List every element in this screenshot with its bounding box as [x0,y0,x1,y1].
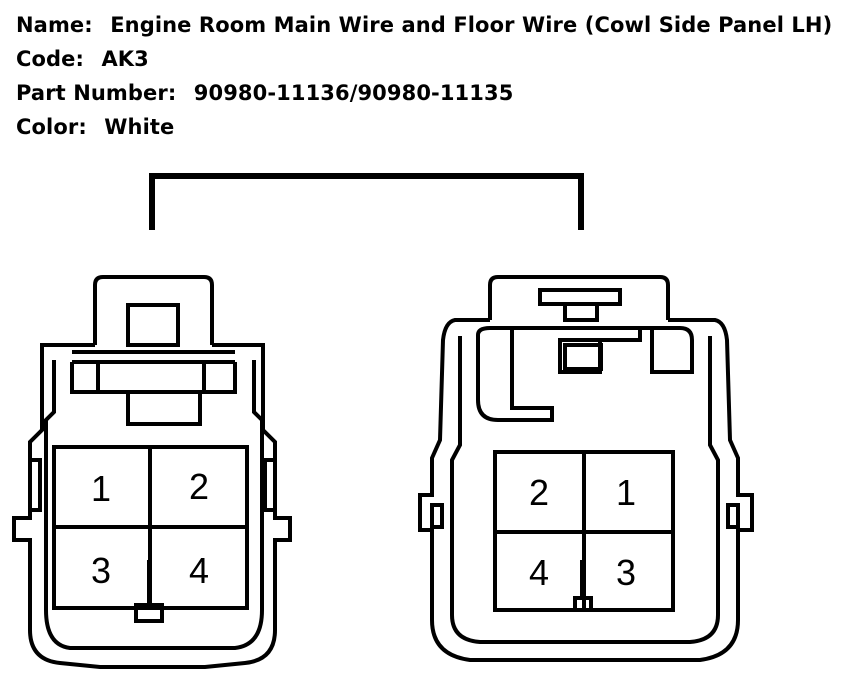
right-lock-hook-left [476,326,554,422]
right-connector [418,275,754,662]
left-lock-band [70,362,237,394]
left-pin-2: 2 [189,466,209,507]
right-pin-1: 1 [616,472,636,513]
left-side-rib-left [28,458,42,512]
right-lock-body [512,326,642,374]
part-number-value: 90980-11136/90980-11135 [193,81,514,105]
left-pin-1: 1 [91,468,111,509]
left-lock-latch [126,303,180,347]
right-side-rib-right [726,503,740,529]
right-inner-outline [450,336,720,644]
right-pin-2: 2 [529,472,549,513]
left-pin-4: 4 [189,550,209,591]
left-pin-3: 3 [91,550,111,591]
right-lock-tab [488,275,670,320]
left-lock-tab [93,275,214,345]
right-key-slot [573,596,593,612]
name-row: Name: Engine Room Main Wire and Floor Wi… [16,8,832,42]
code-value: AK3 [101,47,149,71]
right-connector-housing [418,318,754,662]
right-lock-latch-top [538,288,622,306]
left-lock-window [126,390,202,426]
color-value: White [104,115,175,139]
right-lock-window [563,343,603,371]
connector-info: Name: Engine Room Main Wire and Floor Wi… [16,8,832,144]
right-pin-3: 3 [616,552,636,593]
left-connector-housing [12,343,292,669]
right-pin-4: 4 [529,552,549,593]
code-row: Code: AK3 [16,42,832,76]
right-lock-hook-right [640,326,694,374]
left-inner-outline [44,360,264,650]
right-lock-latch [563,302,599,322]
part-number-label: Part Number: [16,81,177,105]
name-value: Engine Room Main Wire and Floor Wire (Co… [110,13,833,37]
code-label: Code: [16,47,85,71]
name-label: Name: [16,13,93,37]
color-label: Color: [16,115,87,139]
left-side-rib-right [263,458,277,512]
right-side-rib-left [430,503,444,529]
mating-bracket [149,173,584,230]
left-connector [12,275,292,669]
color-row: Color: White [16,110,832,144]
part-number-row: Part Number: 90980-11136/90980-11135 [16,76,832,110]
